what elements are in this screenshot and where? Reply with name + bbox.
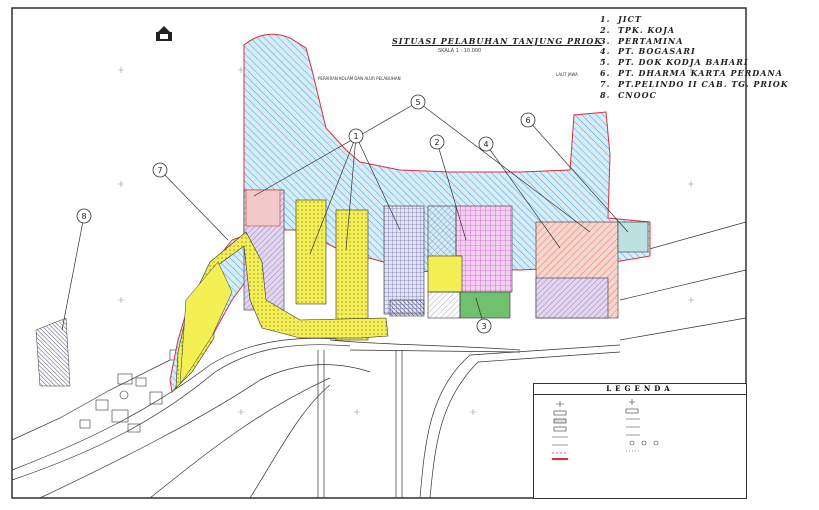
callout-2 xyxy=(429,134,445,150)
pier-yellow2 xyxy=(427,255,463,293)
terminal-list-item: 8. CNOOC xyxy=(600,89,657,100)
north-arrow-icon xyxy=(156,26,172,41)
callouts xyxy=(61,101,629,331)
callout-7-label: 7 xyxy=(157,166,162,175)
terminal-list-item: 7. PT.PELINDO II CAB. TG. PRIOK xyxy=(600,78,789,89)
callout-5-label: 5 xyxy=(415,98,420,107)
cnooc-area xyxy=(35,317,71,387)
pier-purple xyxy=(535,277,609,319)
terminal-list-item: 5. PT. DOK KODJA BAHARI xyxy=(600,57,749,68)
map-scale: SKALA 1 : 10.000 xyxy=(438,48,482,54)
road-network xyxy=(11,221,747,499)
callout-4 xyxy=(478,136,494,152)
callout-3 xyxy=(476,318,492,334)
legend-symbols xyxy=(552,399,659,460)
yellow-zone-2 xyxy=(179,261,233,385)
pier-koja xyxy=(455,205,513,293)
legend-title: LEGENDA xyxy=(534,384,746,395)
terminal-list-item: 3. PERTAMINA xyxy=(600,35,684,46)
pier-dark xyxy=(389,299,425,317)
callout-4-label: 4 xyxy=(483,140,488,149)
pier-teal xyxy=(617,221,649,253)
callout-numbers: 1 2 3 4 5 6 7 8 xyxy=(81,98,530,331)
callout-8 xyxy=(76,208,92,224)
terminal-list-item: 4. PT. BOGASARI xyxy=(600,46,696,57)
callout-5 xyxy=(410,94,426,110)
terminal-list-item: 6. PT. DHARMA KARTA PERDANA xyxy=(600,67,783,78)
callout-8-label: 8 xyxy=(81,212,86,221)
map-title: SITUASI PELABUHAN TANJUNG PRIOK xyxy=(392,36,603,46)
callout-7 xyxy=(152,162,168,178)
callout-2-label: 2 xyxy=(434,138,439,147)
terminal-list-item: 2. TPK. KOJA xyxy=(600,24,676,35)
legend-box: LEGENDA xyxy=(533,383,747,499)
terminal-list: 1. JICT 2. TPK. KOJA 3. PERTAMINA 4. PT.… xyxy=(600,14,789,100)
callout-6-label: 6 xyxy=(525,116,530,125)
callout-6 xyxy=(520,112,536,128)
laut-jawa-label: LAUT JAWA xyxy=(556,72,578,77)
callout-3-label: 3 xyxy=(481,322,486,331)
harbor-label: PERAIRAN KOLAM DAN ALUR PELABUHAN xyxy=(318,76,401,81)
pier-green xyxy=(459,291,511,319)
pier-red xyxy=(245,189,281,227)
yellow-zone xyxy=(175,231,389,389)
terminal-list-item: 1. JICT xyxy=(600,14,642,24)
pier-gray xyxy=(427,205,457,263)
pier-jict xyxy=(383,205,425,315)
callout-1-label: 1 xyxy=(353,132,358,141)
grid-crosses xyxy=(118,67,694,415)
callout-circles xyxy=(76,94,536,334)
callout-1 xyxy=(348,128,364,144)
pier-gray2 xyxy=(427,291,461,319)
